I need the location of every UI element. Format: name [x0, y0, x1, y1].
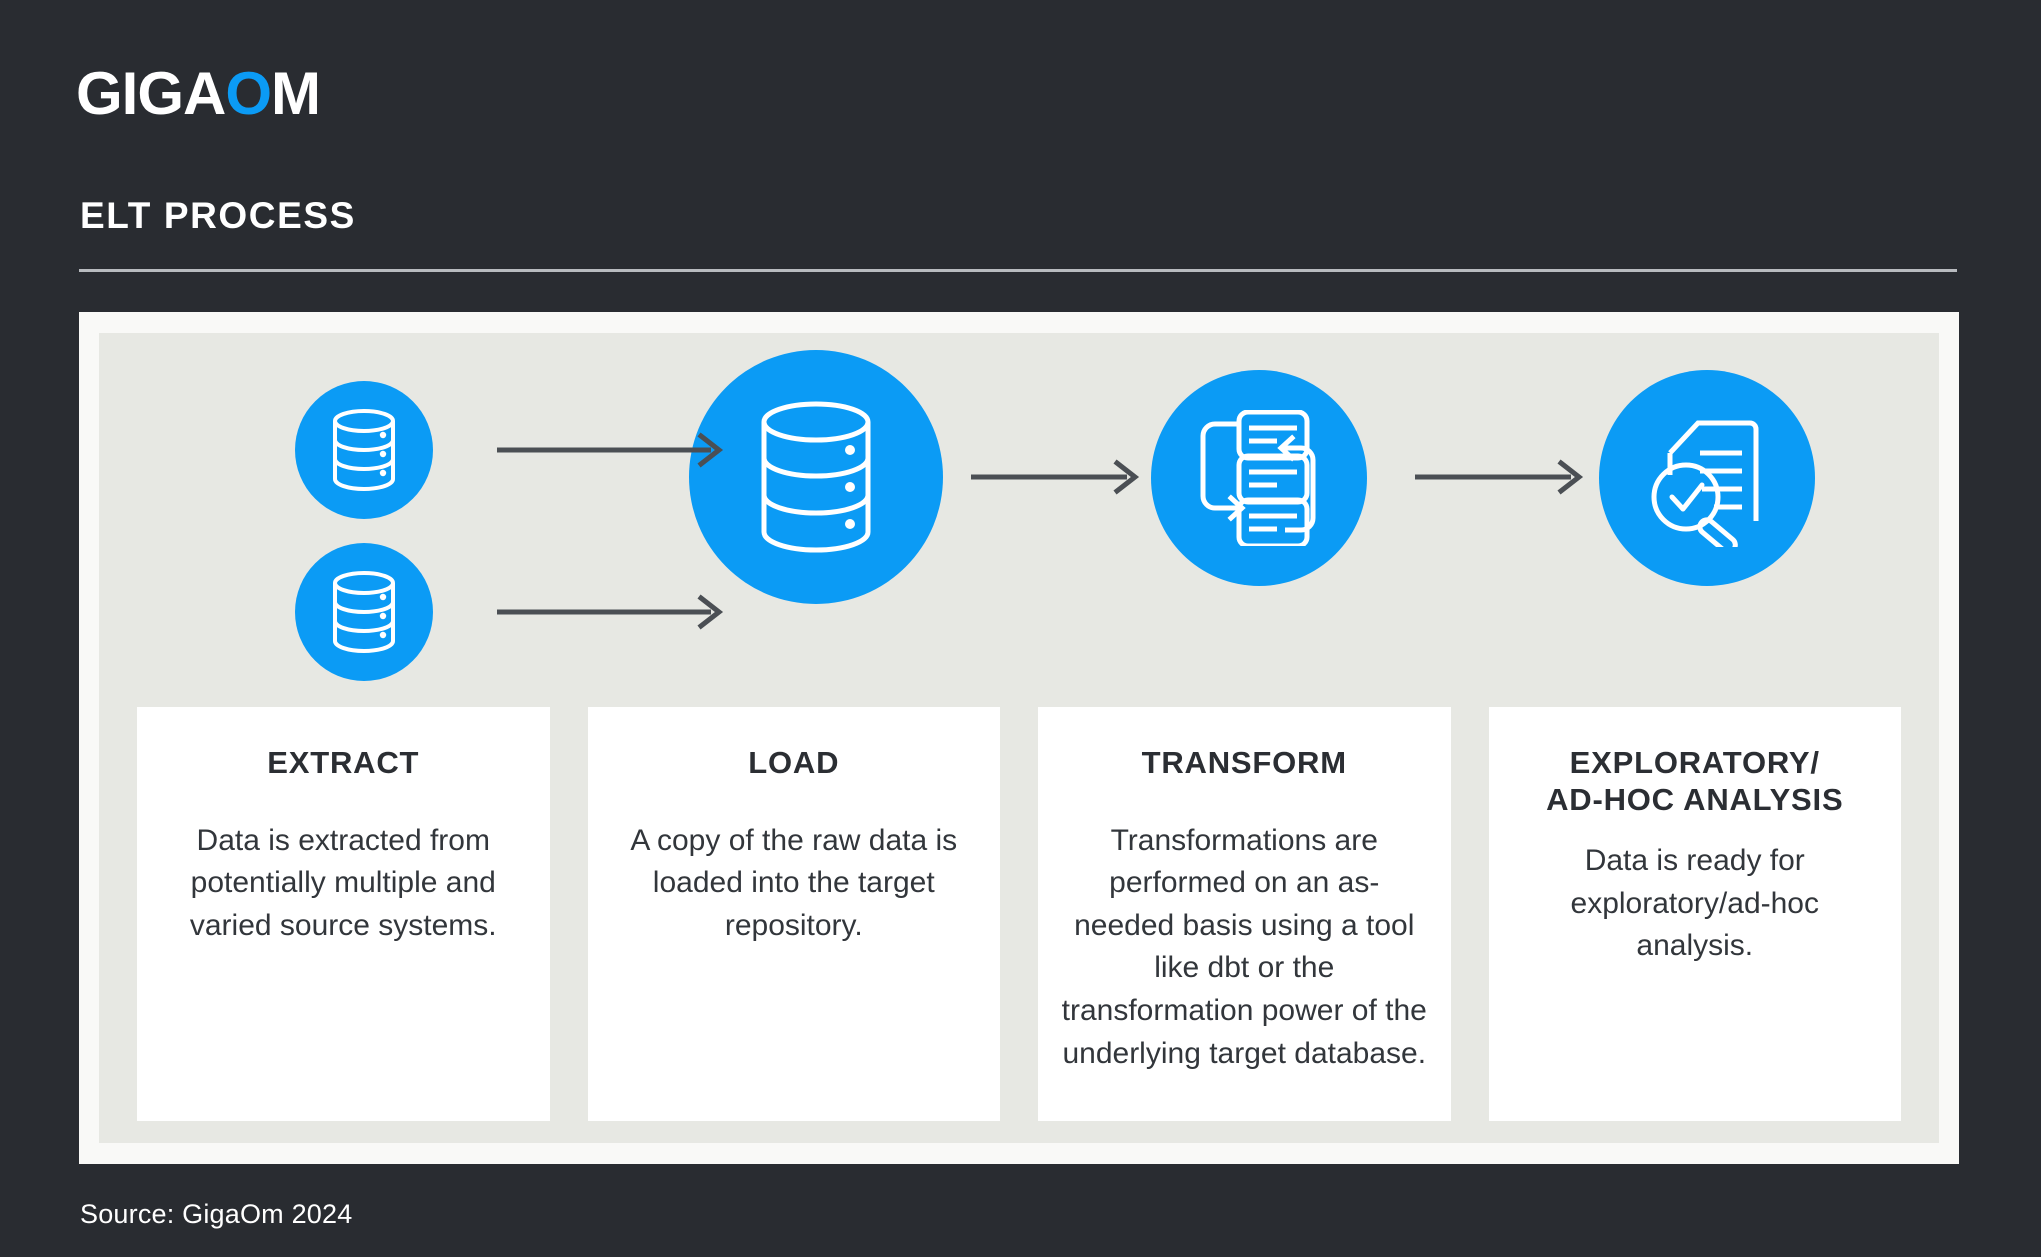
title-divider [79, 269, 1957, 272]
database-large-icon [751, 398, 881, 556]
arrow-source1-to-load [497, 432, 725, 468]
stage-title: EXTRACT [267, 745, 420, 780]
diagram-frame: EXTRACT Data is extracted from potential… [79, 312, 1959, 1164]
arrow-transform-to-analysis [1415, 459, 1585, 495]
exploratory-analysis [1599, 370, 1815, 586]
stage-card-exploratory-analysis: EXPLORATORY/ AD-HOC ANALYSIS Data is rea… [1488, 707, 1901, 1121]
page-title: ELT PROCESS [80, 195, 356, 236]
stage-card-extract: EXTRACT Data is extracted from potential… [137, 707, 550, 1121]
gigaom-logo: GIGAOM [76, 64, 321, 124]
logo-text-part1: GIGA [76, 60, 226, 127]
arrow-source2-to-load [497, 594, 725, 630]
document-magnifier-check-icon [1638, 409, 1776, 547]
stage-body: Data is ready for exploratory/ad-hoc ana… [1570, 844, 1819, 963]
logo-text-part2: M [271, 60, 321, 127]
database-icon [328, 407, 400, 493]
stage-body: Transformations are performed on an as-n… [1061, 823, 1427, 1070]
stage-title: EXPLORATORY/ AD-HOC ANALYSIS [1546, 745, 1844, 817]
icon-row [99, 333, 1939, 703]
stage-body: Data is extracted from potentially multi… [189, 823, 497, 942]
transform-process [1151, 370, 1367, 586]
source-database-2 [295, 543, 433, 681]
source-database-1 [295, 381, 433, 519]
stage-title: TRANSFORM [1141, 745, 1347, 780]
stage-body: A copy of the raw data is loaded into th… [630, 823, 958, 942]
diagram-panel: EXTRACT Data is extracted from potential… [99, 333, 1939, 1143]
source-attribution: Source: GigaOm 2024 [80, 1199, 353, 1229]
arrow-load-to-transform [971, 459, 1141, 495]
target-repository [689, 350, 943, 604]
transform-flow-icon [1189, 410, 1329, 546]
stage-title: LOAD [748, 745, 840, 780]
logo-accent-o: O [225, 60, 272, 127]
stage-card-transform: TRANSFORM Transformations are performed … [1038, 707, 1451, 1121]
stage-cards: EXTRACT Data is extracted from potential… [137, 707, 1901, 1121]
stage-card-load: LOAD A copy of the raw data is loaded in… [587, 707, 1000, 1121]
database-icon [328, 569, 400, 655]
